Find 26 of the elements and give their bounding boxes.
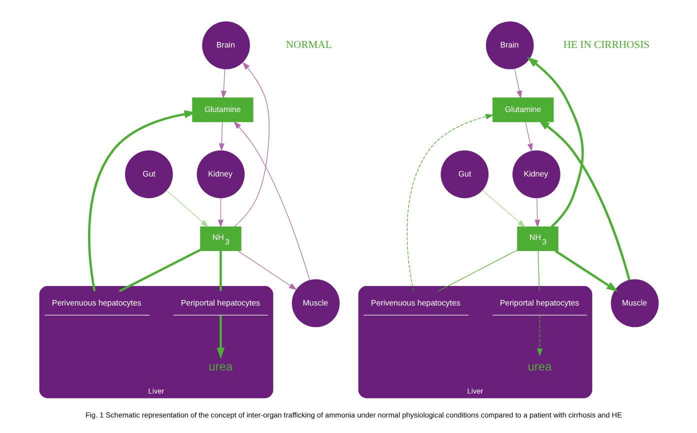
- arrow: [166, 190, 208, 228]
- caption: Fig. 1 Schematic representation of the concept of inter-organ trafficking of ammonia under normal physiological conditions compared to a patient with cirrhosis and HE: [84, 410, 622, 420]
- arrow: [217, 198, 224, 228]
- arrow: [237, 250, 296, 290]
- connector: [537, 250, 540, 292]
- node-text: urea: [208, 360, 232, 374]
- arrow: [538, 120, 630, 280]
- arrow: [554, 250, 618, 292]
- arrow: [220, 69, 226, 99]
- arrow: [534, 198, 540, 228]
- arrow: [88, 110, 196, 292]
- connector: [437, 250, 518, 292]
- arrow: [526, 56, 584, 228]
- arrow: [233, 121, 310, 280]
- arrow: [218, 122, 224, 152]
- label: HE IN CIRRHOSIS: [562, 40, 650, 51]
- arrow: [514, 68, 522, 99]
- arrow: [406, 114, 494, 292]
- arrow: [482, 190, 525, 228]
- node-text: urea: [527, 360, 552, 374]
- arrow: [234, 62, 269, 227]
- arrow: [216, 315, 224, 360]
- arrow: [536, 315, 542, 357]
- arrow: [524, 122, 532, 152]
- connector: [219, 251, 222, 292]
- label: NORMAL: [285, 40, 332, 51]
